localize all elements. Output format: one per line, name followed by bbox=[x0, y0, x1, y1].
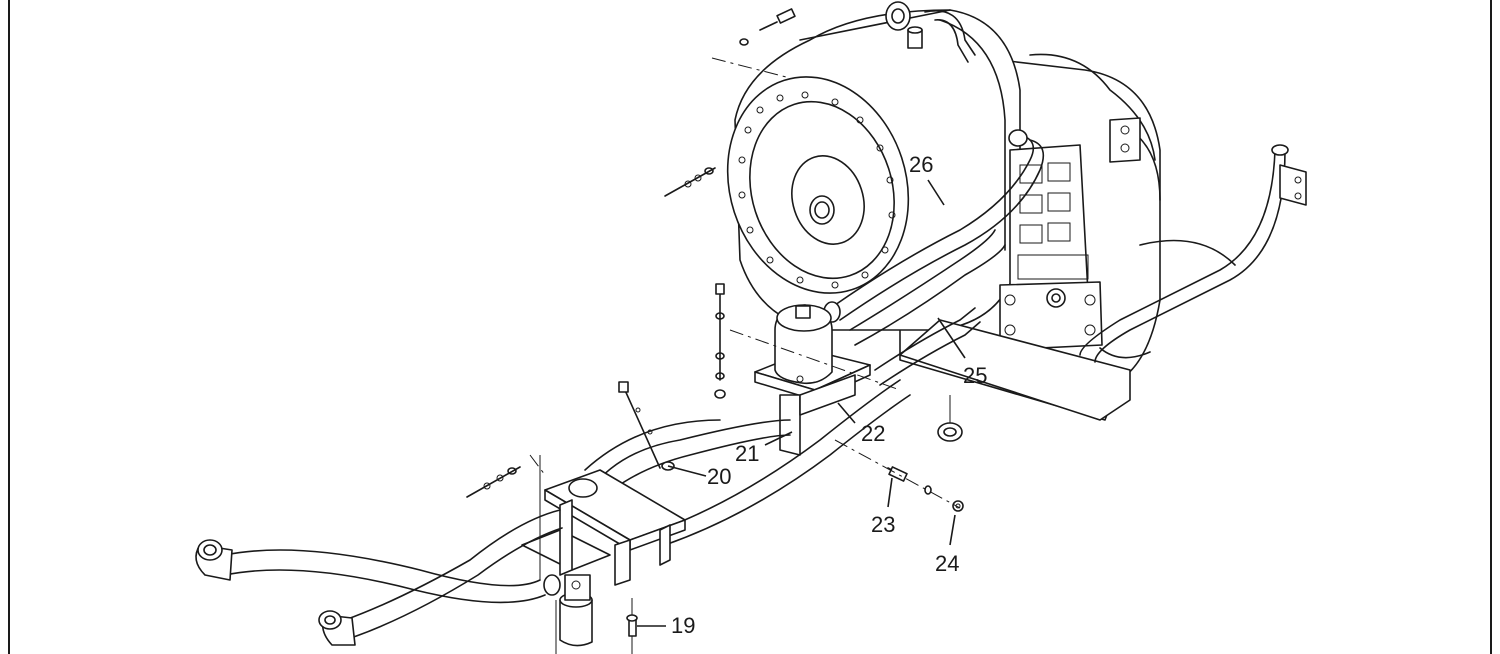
callout-25: 25 bbox=[963, 363, 987, 388]
fastener-stack-top bbox=[711, 8, 796, 79]
callout-19: 19 bbox=[671, 613, 695, 638]
filter-bowl bbox=[555, 574, 633, 654]
fastener-19 bbox=[626, 614, 638, 637]
bracket-21 bbox=[779, 374, 856, 456]
hose-lower-left bbox=[195, 509, 563, 646]
callout-21: 21 bbox=[735, 441, 759, 466]
fastener-stack-left bbox=[664, 167, 716, 197]
callout-26: 26 bbox=[909, 152, 933, 177]
callout-20: 20 bbox=[707, 464, 731, 489]
hose-20-pair bbox=[584, 379, 911, 546]
diagram-border bbox=[8, 0, 1492, 654]
callout-23: 23 bbox=[871, 512, 895, 537]
fastener-vertical-center bbox=[714, 283, 901, 399]
fastener-vertical-20 bbox=[618, 381, 675, 471]
callout-24: 24 bbox=[935, 551, 959, 576]
transmission-assembly bbox=[726, 1, 1161, 442]
callout-22: 22 bbox=[861, 421, 885, 446]
hose-right-loop bbox=[1079, 144, 1307, 363]
hose-25 bbox=[849, 229, 1006, 386]
callout-leaders bbox=[637, 179, 966, 627]
fastener-23-24 bbox=[834, 439, 964, 512]
fastener-stack-lower-left bbox=[466, 454, 546, 580]
mounting-plate bbox=[521, 469, 686, 586]
filter-valve-22 bbox=[754, 304, 871, 401]
